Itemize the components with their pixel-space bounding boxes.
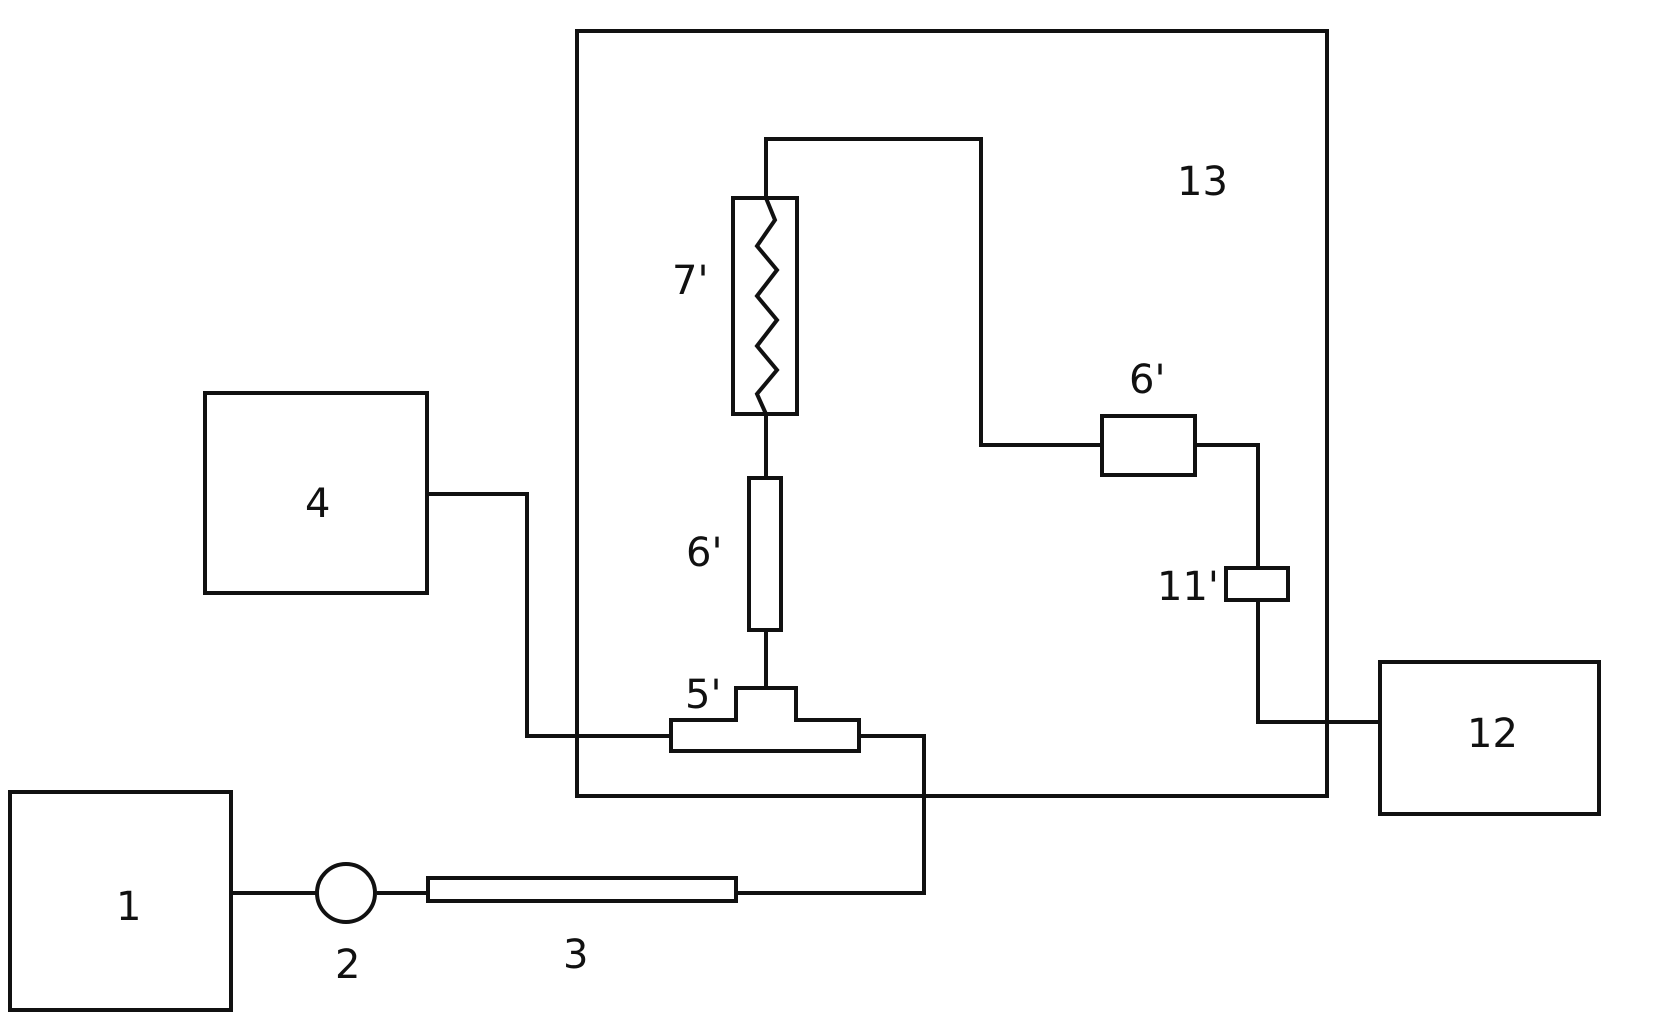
label-7-prime: 7' bbox=[672, 258, 708, 304]
label-11-prime: 11' bbox=[1157, 564, 1219, 610]
label-3: 3 bbox=[563, 932, 588, 978]
label-12: 12 bbox=[1467, 711, 1518, 757]
pump-circle-2 bbox=[315, 862, 377, 924]
label-5-prime: 5' bbox=[685, 672, 721, 718]
wire-sensor-to-detector bbox=[1256, 600, 1380, 724]
enclosure-13-box bbox=[575, 29, 1329, 798]
wire-right-column-to-sensor bbox=[1195, 443, 1260, 568]
label-1: 1 bbox=[116, 884, 141, 930]
column-6-lower bbox=[747, 476, 783, 632]
heater-coil-icon bbox=[754, 197, 780, 415]
label-13: 13 bbox=[1177, 159, 1228, 205]
wire-heater-to-right-column bbox=[764, 137, 1102, 447]
sensor-11 bbox=[1224, 566, 1290, 602]
column-6-right bbox=[1100, 414, 1197, 477]
wire-unit4-to-tee bbox=[427, 492, 671, 738]
heater-box-7 bbox=[731, 196, 799, 416]
detector-box-12 bbox=[1378, 660, 1601, 816]
label-2: 2 bbox=[335, 942, 360, 988]
label-6-prime-lower: 6' bbox=[686, 530, 722, 576]
tee-connector-5 bbox=[669, 686, 861, 753]
connection-lines bbox=[231, 137, 1380, 895]
unit-box-4 bbox=[203, 391, 429, 595]
tube-3 bbox=[426, 876, 738, 903]
wire-tube-to-tee bbox=[736, 734, 926, 895]
label-4: 4 bbox=[305, 481, 330, 527]
label-6-prime-right: 6' bbox=[1129, 357, 1165, 403]
source-box-1 bbox=[8, 790, 233, 1012]
